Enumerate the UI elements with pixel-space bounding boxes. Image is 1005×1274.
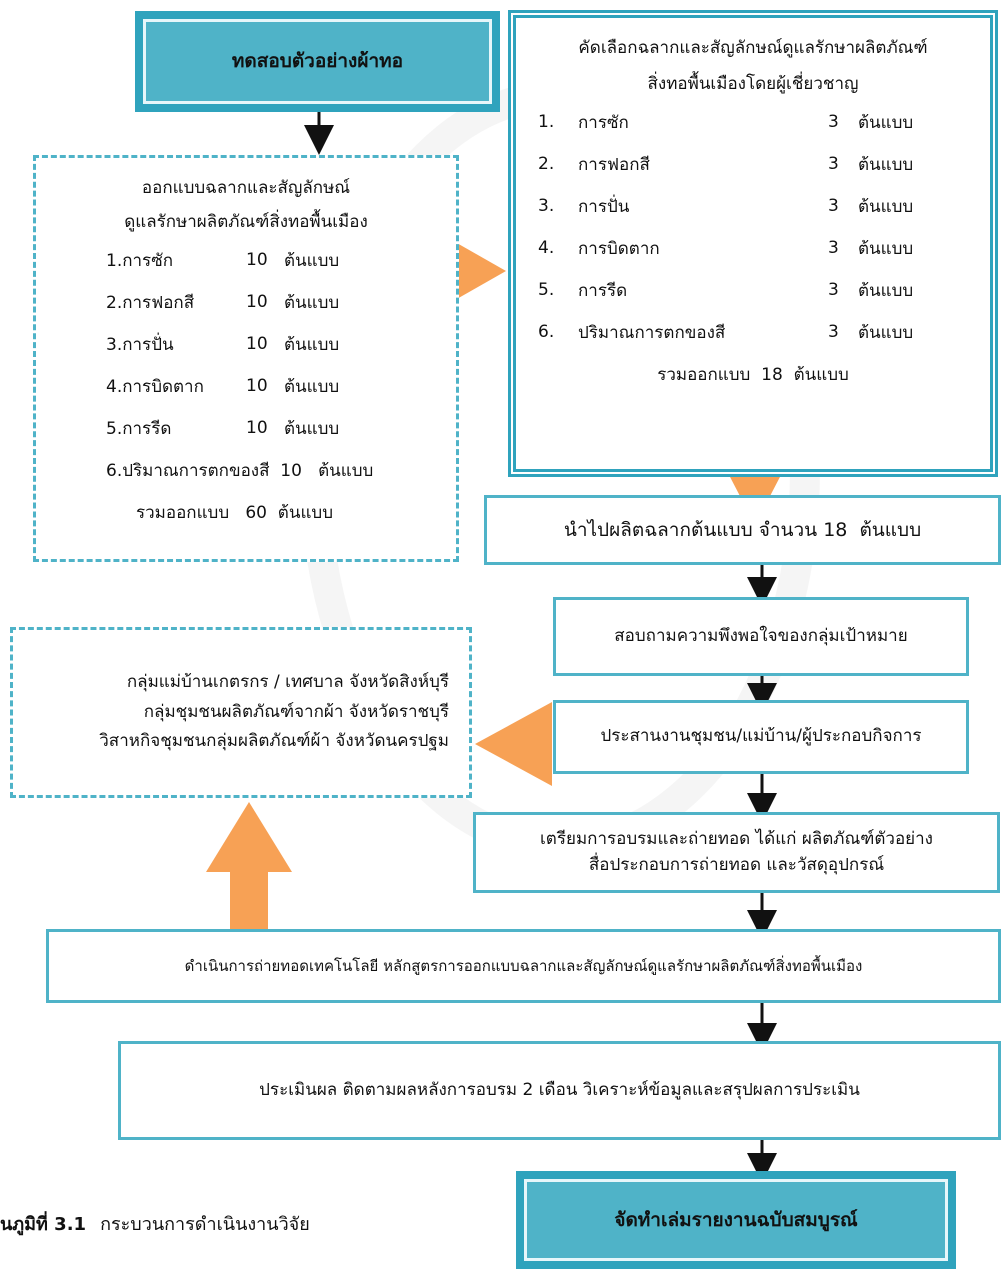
caption-prefix: นภูมิที่ 3.1	[0, 1213, 87, 1235]
prepare-line2: สื่อประกอบการถ่ายทอด และวัสดุอุปกรณ์	[588, 854, 885, 875]
design-item: 4.การบิดตาก 10 ต้นแบบ	[106, 365, 456, 407]
select-item-label: การซัก	[578, 112, 629, 133]
select-item-label: การฟอกสี	[578, 154, 650, 175]
select-item-unit: ต้นแบบ	[858, 322, 914, 343]
select-item-unit: ต้นแบบ	[858, 280, 914, 301]
design-title-line2: ดูแลรักษาผลิตภัณฑ์สิ่งทอพื้นเมือง	[124, 211, 368, 232]
select-title-line2: สิ่งทอพื้นเมืองโดยผู้เชี่ยวชาญ	[647, 73, 859, 94]
select-item-number: 1.	[538, 112, 555, 132]
design-item-label: 1.การซัก	[106, 250, 174, 271]
design-item-label: 3.การปั่น	[106, 334, 174, 355]
select-item-number: 6.	[538, 322, 555, 342]
select-item-label: การปั่น	[578, 196, 630, 217]
report-label: จัดทำเล่มรายงานฉบับสมบูรณ์	[614, 1208, 858, 1231]
select-item: 4. การบิดตาก 3 ต้นแบบ	[538, 227, 968, 269]
select-item-label: ปริมาณการตกของสี	[578, 322, 726, 343]
select-item-unit: ต้นแบบ	[858, 196, 914, 217]
design-item-unit: ต้นแบบ	[284, 376, 340, 397]
caption-text: กระบวนการดำเนินงานวิจัย	[100, 1213, 310, 1235]
design-box: ออกแบบฉลากและสัญลักษณ์ ดูแลรักษาผลิตภัณฑ…	[33, 155, 459, 562]
test-sample-label: ทดสอบตัวอย่างผ้าทอ	[231, 50, 404, 73]
design-item: 3.การปั่น 10 ต้นแบบ	[106, 323, 456, 365]
select-item-count: 3	[828, 196, 839, 216]
design-item-6: 6.ปริมาณการตกของสี 10 ต้นแบบ	[106, 460, 374, 481]
evaluate-label: ประเมินผล ติดตามผลหลังการอบรม 2 เดือน วิ…	[259, 1079, 860, 1100]
groups-box: กลุ่มแม่บ้านเกตรกร / เทศบาล จังหวัดสิงห์…	[10, 627, 472, 798]
select-item: 5. การรีด 3 ต้นแบบ	[538, 269, 968, 311]
select-item-label: การบิดตาก	[578, 238, 660, 259]
test-sample-box: ทดสอบตัวอย่างผ้าทอ	[135, 11, 500, 112]
design-item-count: 10	[246, 376, 268, 396]
orange-arrow-coordinate-to-groups	[475, 702, 552, 786]
design-item: 1.การซัก 10 ต้นแบบ	[106, 239, 456, 281]
group-item: วิสาหกิจชุมชนกลุ่มผลิตภัณฑ์ผ้า จังหวัดนค…	[99, 731, 449, 752]
design-item-count: 10	[246, 250, 268, 270]
design-item-unit: ต้นแบบ	[284, 334, 340, 355]
select-item-number: 4.	[538, 238, 555, 258]
select-item-unit: ต้นแบบ	[858, 154, 914, 175]
produce-box: นำไปผลิตฉลากต้นแบบ จำนวน 18 ต้นแบบ	[484, 495, 1001, 565]
select-item: 3. การปั่น 3 ต้นแบบ	[538, 185, 968, 227]
select-item-label: การรีด	[578, 280, 628, 301]
select-item: 2. การฟอกสี 3 ต้นแบบ	[538, 143, 968, 185]
select-box: คัดเลือกฉลากและสัญลักษณ์ดูแลรักษาผลิตภัณ…	[508, 10, 998, 477]
orange-arrow-transfer-to-groups-shaft	[230, 870, 268, 930]
design-item: 2.การฟอกสี 10 ต้นแบบ	[106, 281, 456, 323]
group-item: กลุ่มชุมชนผลิตภัณฑ์จากผ้า จังหวัดราชบุรี	[143, 701, 449, 722]
select-item-number: 2.	[538, 154, 555, 174]
survey-label: สอบถามความพึงพอใจของกลุ่มเป้าหมาย	[614, 625, 908, 646]
select-item: 1. การซัก 3 ต้นแบบ	[538, 101, 968, 143]
select-item-unit: ต้นแบบ	[858, 112, 914, 133]
select-item-unit: ต้นแบบ	[858, 238, 914, 259]
select-item-number: 5.	[538, 280, 555, 300]
design-title-line1: ออกแบบฉลากและสัญลักษณ์	[141, 178, 351, 198]
orange-arrow-transfer-to-groups-head	[206, 802, 292, 872]
design-item-unit: ต้นแบบ	[284, 250, 340, 271]
design-item-count: 10	[246, 418, 268, 438]
coordinate-label: ประสานงานชุมชน/แม่บ้าน/ผู้ประกอบกิจการ	[600, 726, 922, 747]
coordinate-box: ประสานงานชุมชน/แม่บ้าน/ผู้ประกอบกิจการ	[553, 700, 969, 774]
select-item-count: 3	[828, 238, 839, 258]
design-item-label: 4.การบิดตาก	[106, 376, 204, 397]
design-item-count: 10	[246, 292, 268, 312]
design-item-count: 10	[246, 334, 268, 354]
select-item-number: 3.	[538, 196, 555, 216]
select-total: รวมออกแบบ 18 ต้นแบบ	[657, 364, 849, 385]
design-item-label: 5.การรีด	[106, 418, 172, 439]
select-title-line1: คัดเลือกฉลากและสัญลักษณ์ดูแลรักษาผลิตภัณ…	[578, 38, 928, 58]
select-item-count: 3	[828, 322, 839, 342]
evaluate-box: ประเมินผล ติดตามผลหลังการอบรม 2 เดือน วิ…	[118, 1041, 1001, 1140]
transfer-label: ดำเนินการถ่ายทอดเทคโนโลยี หลักสูตรการออก…	[184, 956, 863, 975]
produce-label: นำไปผลิตฉลากต้นแบบ จำนวน 18 ต้นแบบ	[563, 518, 922, 541]
group-item: กลุ่มแม่บ้านเกตรกร / เทศบาล จังหวัดสิงห์…	[126, 672, 449, 693]
design-item-unit: ต้นแบบ	[284, 418, 340, 439]
transfer-box: ดำเนินการถ่ายทอดเทคโนโลยี หลักสูตรการออก…	[46, 929, 1001, 1003]
design-total: รวมออกแบบ 60 ต้นแบบ	[136, 502, 333, 523]
figure-caption: นภูมิที่ 3.1 กระบวนการดำเนินงานวิจัย	[0, 1208, 310, 1238]
report-box: จัดทำเล่มรายงานฉบับสมบูรณ์	[516, 1171, 956, 1269]
design-item: 5.การรีด 10 ต้นแบบ	[106, 407, 456, 449]
select-item-count: 3	[828, 112, 839, 132]
survey-box: สอบถามความพึงพอใจของกลุ่มเป้าหมาย	[553, 597, 969, 676]
select-item: 6. ปริมาณการตกของสี 3 ต้นแบบ	[538, 311, 968, 353]
prepare-box: เตรียมการอบรมและถ่ายทอด ได้แก่ ผลิตภัณฑ์…	[473, 812, 1000, 893]
prepare-line1: เตรียมการอบรมและถ่ายทอด ได้แก่ ผลิตภัณฑ์…	[540, 829, 933, 849]
design-item-label: 2.การฟอกสี	[106, 292, 195, 313]
select-item-count: 3	[828, 280, 839, 300]
select-item-count: 3	[828, 154, 839, 174]
design-item-unit: ต้นแบบ	[284, 292, 340, 313]
